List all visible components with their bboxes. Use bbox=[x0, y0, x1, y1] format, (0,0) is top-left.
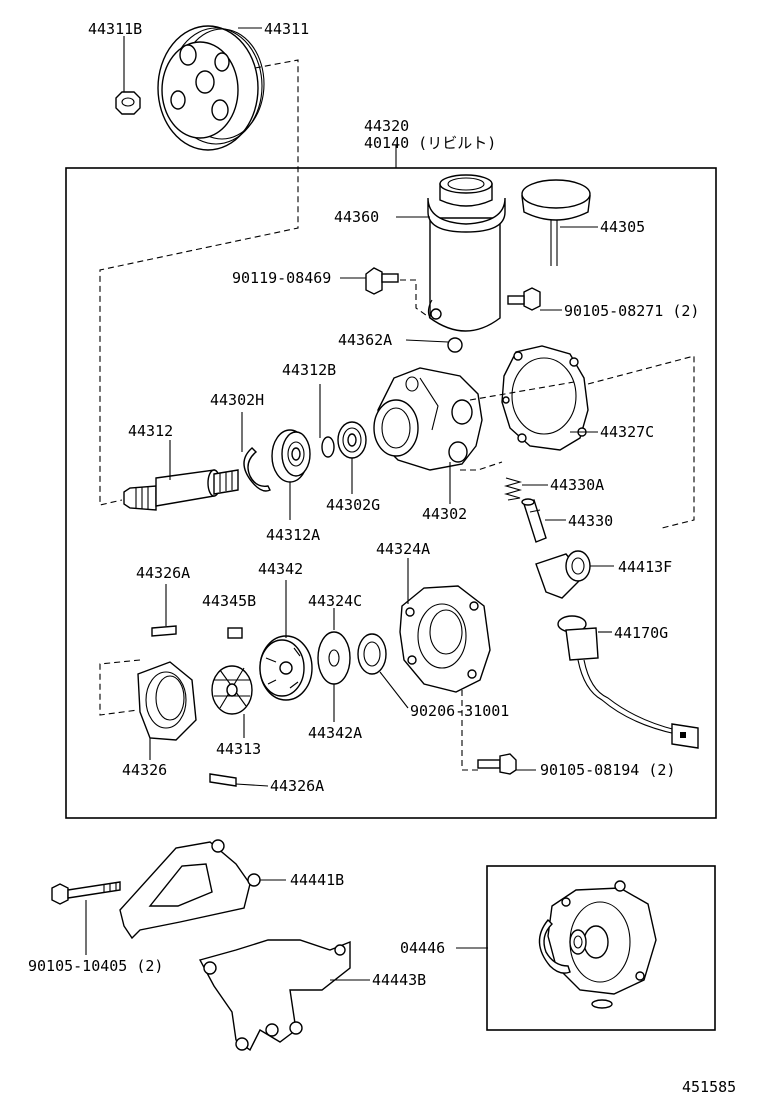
cap-44305 bbox=[521, 179, 591, 266]
nut-44311b bbox=[115, 91, 141, 115]
bracket-44443b bbox=[198, 939, 351, 1052]
shaft-44312 bbox=[123, 469, 239, 511]
pump-assembly-frame bbox=[65, 167, 717, 819]
label-44311: 44311 bbox=[264, 20, 309, 38]
label-90206-31001: 90206-31001 bbox=[410, 702, 509, 720]
label-44305: 44305 bbox=[600, 218, 645, 236]
bearing-44312a bbox=[271, 429, 311, 483]
label-44311b: 44311B bbox=[88, 20, 142, 38]
bolt-90105-08271 bbox=[507, 287, 541, 311]
washer-44342a bbox=[317, 631, 351, 685]
label-90105-10405: 90105-10405 (2) bbox=[28, 957, 163, 975]
label-44312: 44312 bbox=[128, 422, 173, 440]
label-44345b: 44345B bbox=[202, 592, 256, 610]
label-44326a-top: 44326A bbox=[136, 564, 190, 582]
gasket-44327c bbox=[501, 345, 589, 451]
rear-housing-44324a bbox=[399, 585, 491, 693]
label-44362a: 44362A bbox=[338, 331, 392, 349]
label-44312b: 44312B bbox=[282, 361, 336, 379]
label-44360: 44360 bbox=[334, 208, 379, 226]
label-44326a-bottom: 44326A bbox=[270, 777, 324, 795]
snap-ring-90206-31001 bbox=[357, 633, 387, 675]
label-44326: 44326 bbox=[122, 761, 167, 779]
label-44302g: 44302G bbox=[326, 496, 380, 514]
spring-44330a bbox=[503, 477, 523, 501]
label-44302: 44302 bbox=[422, 505, 467, 523]
label-90105-08194: 90105-08194 (2) bbox=[540, 761, 675, 779]
label-44443b: 44443B bbox=[372, 971, 426, 989]
label-44330a: 44330A bbox=[550, 476, 604, 494]
reservoir-44360 bbox=[427, 174, 506, 332]
bolt-90105-08194 bbox=[477, 753, 517, 775]
gasket-kit-04446 bbox=[538, 880, 657, 1009]
label-44320: 44320 bbox=[364, 117, 409, 135]
side-plate-44342 bbox=[259, 635, 313, 701]
diagram-id: 451585 bbox=[682, 1078, 736, 1096]
bolt-90119-08469 bbox=[365, 267, 399, 295]
label-44312a: 44312A bbox=[266, 526, 320, 544]
label-44330: 44330 bbox=[568, 512, 613, 530]
label-44413f: 44413F bbox=[618, 558, 672, 576]
label-44327c: 44327C bbox=[600, 423, 654, 441]
label-04446: 04446 bbox=[400, 939, 445, 957]
label-44302h: 44302H bbox=[210, 391, 264, 409]
bracket-44441b bbox=[119, 839, 261, 940]
label-90119-08469: 90119-08469 bbox=[232, 269, 331, 287]
label-44324c: 44324C bbox=[308, 592, 362, 610]
label-44441b: 44441B bbox=[290, 871, 344, 889]
label-44342: 44342 bbox=[258, 560, 303, 578]
bolt-90105-10405 bbox=[51, 881, 121, 905]
rotor-44313 bbox=[211, 665, 253, 715]
pulley-44311 bbox=[157, 25, 265, 151]
bearing-44302g bbox=[337, 421, 367, 459]
label-40140: 40140 (リビルト) bbox=[364, 134, 496, 152]
label-44324a: 44324A bbox=[376, 540, 430, 558]
label-44342a: 44342A bbox=[308, 724, 362, 742]
o-ring-44362a bbox=[447, 337, 463, 353]
pin-44326a-bottom bbox=[209, 773, 237, 787]
label-44313: 44313 bbox=[216, 740, 261, 758]
pin-44326a-top bbox=[151, 625, 177, 637]
valve-44330 bbox=[521, 498, 547, 543]
pump-body-44302 bbox=[373, 367, 483, 471]
sensor-44170g bbox=[557, 615, 699, 749]
seal-44312b bbox=[321, 436, 335, 458]
snap-ring-44302h bbox=[243, 447, 271, 492]
label-44170g: 44170G bbox=[614, 624, 668, 642]
vane-44345b bbox=[227, 627, 243, 639]
union-44413f bbox=[535, 550, 591, 599]
label-90105-08271: 90105-08271 (2) bbox=[564, 302, 699, 320]
cam-ring-44326 bbox=[137, 661, 197, 741]
